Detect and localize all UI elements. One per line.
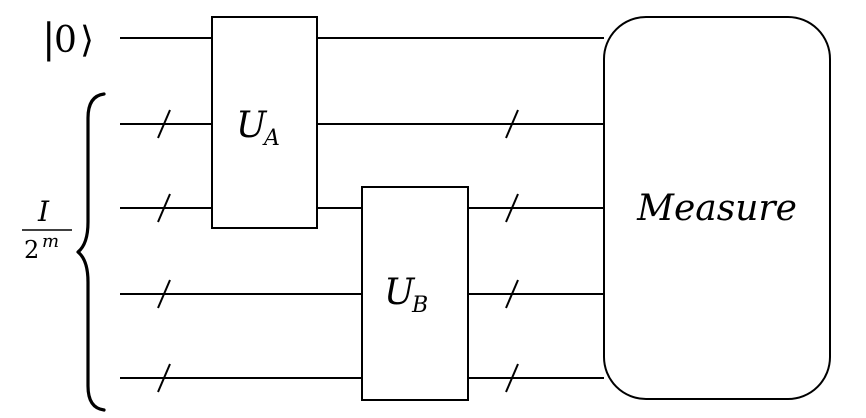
bundle-slashes <box>157 109 519 393</box>
ket-value: 0 <box>54 20 77 61</box>
slash-mark <box>505 109 519 139</box>
maximally-mixed-state-label: I 2 m <box>22 195 72 264</box>
slash-mark <box>157 363 171 393</box>
measurement-block: Measure <box>603 16 831 400</box>
slash-mark <box>157 279 171 309</box>
fraction-denominator-exponent: m <box>42 231 59 252</box>
register-brace <box>76 92 106 412</box>
ket-right-angle: ⟩ <box>80 20 94 61</box>
gate-u-a-box <box>211 16 318 229</box>
slash-mark <box>505 279 519 309</box>
measure-box <box>603 16 831 400</box>
gate-u-a-symbol: U <box>236 105 268 146</box>
gate-u-b-subscript: B <box>411 293 428 318</box>
gate-u-b-symbol: U <box>384 272 416 313</box>
gate-u-b-box <box>361 186 469 401</box>
ket-left-bar: | <box>42 16 55 62</box>
slash-mark <box>505 193 519 223</box>
ket-zero-label: | 0 ⟩ <box>42 16 94 62</box>
gate-u-a: U A <box>211 16 318 229</box>
slash-mark <box>157 109 171 139</box>
gate-u-a-subscript: A <box>262 126 280 151</box>
slash-mark <box>505 363 519 393</box>
slash-mark <box>157 193 171 223</box>
gate-u-b: U B <box>361 186 469 401</box>
fraction-denominator-base: 2 <box>24 236 39 264</box>
fraction-numerator: I <box>37 195 50 228</box>
measure-label: Measure <box>636 188 797 229</box>
